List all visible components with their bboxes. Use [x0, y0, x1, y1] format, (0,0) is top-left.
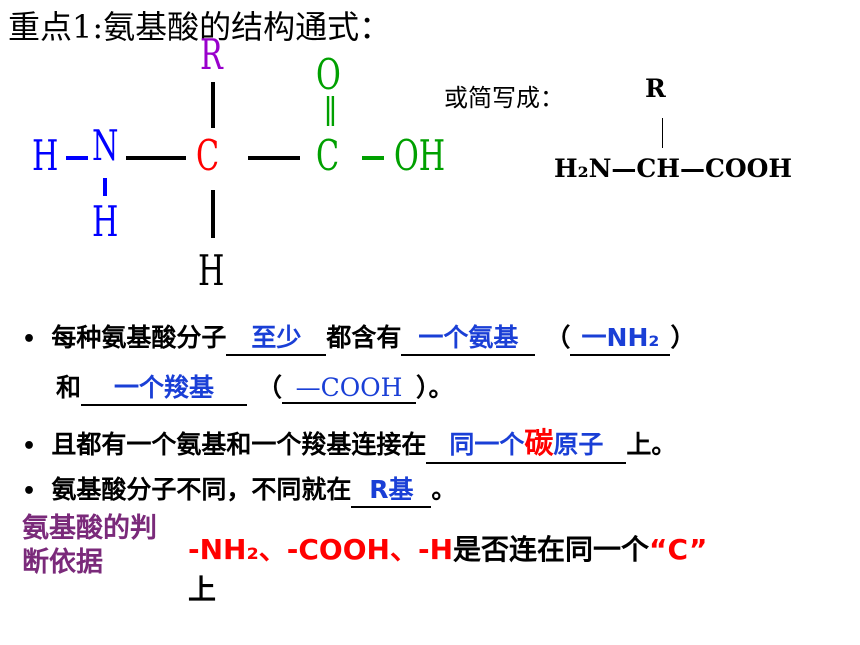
bond-h-n [66, 156, 88, 160]
simplified-formula-text: H₂N—CH—COOH [554, 154, 793, 183]
hydrogen-below-c-label: H [198, 246, 225, 295]
line1b-prefix: 和 [56, 373, 82, 402]
line2-suffix: 上。 [626, 430, 677, 459]
line1b-blank1: 一个羧基 [81, 368, 248, 406]
simplified-label: 或简写成： [444, 84, 564, 112]
line2-blank-c: 原子 [553, 430, 604, 459]
criteria-groups: -NH₂、-COOH、-H [188, 533, 454, 566]
criteria-text: -NH₂、-COOH、-H是否连在同一个“C” 上 [188, 530, 828, 610]
line1-blank2: 一个氨基 [401, 318, 536, 356]
hydroxyl-label: OH [394, 131, 446, 180]
bond-r-c [211, 82, 215, 128]
oxygen-label: O [316, 50, 341, 99]
criteria-question: 是否连在同一个 [453, 533, 650, 566]
line1-paren-close: ） [670, 323, 696, 352]
line2-blank-a: 同一个 [449, 430, 525, 459]
line1-blank1: 至少 [226, 318, 327, 356]
r-group-label: R [200, 30, 223, 79]
alpha-carbon-label: C [196, 131, 220, 180]
line3-blank: R基 [351, 470, 432, 508]
line2-blank-b: 碳 [524, 426, 554, 460]
criteria-label: 氨基酸的判断依据 [22, 513, 157, 578]
double-bond-mark: ‖ [323, 92, 338, 127]
criteria-end: 上 [188, 573, 217, 606]
hydrogen-below-n-label: H [92, 197, 119, 246]
line1b-paren-open: （ [257, 373, 283, 402]
simplified-r: R [645, 74, 666, 103]
line3-suffix: 。 [431, 475, 457, 504]
line1-middle: 都含有 [326, 323, 402, 352]
line2-prefix: 且都有一个氨基和一个羧基连接在 [51, 430, 427, 459]
simplified-bond [662, 118, 663, 148]
bullet-icon: • [22, 434, 52, 459]
bullet-line-1: • 每种氨基酸分子至少都含有一个氨基 （一NH₂） [22, 318, 695, 356]
bullet-icon: • [22, 479, 52, 504]
line1b-paren-close: ）。 [416, 373, 454, 402]
line1b-blank2: —COOH [282, 373, 417, 404]
bullet-line-1b: 和一个羧基 （—COOH）。 [56, 368, 454, 406]
page-title: 重点1:氨基酸的结构通式： [8, 8, 392, 46]
bond-n-c [126, 156, 186, 160]
line1-paren-open: （ [545, 323, 571, 352]
line3-prefix: 氨基酸分子不同，不同就在 [51, 475, 352, 504]
line1-blank3: 一NH₂ [570, 318, 671, 356]
bond-c-oh [362, 156, 384, 160]
carboxyl-carbon-label: C [316, 131, 340, 180]
hydrogen-left-label: H [32, 131, 59, 180]
bond-n-h [103, 178, 107, 196]
bond-c-c [248, 156, 300, 160]
nitrogen-label: N [92, 121, 119, 170]
bond-c-h [211, 190, 215, 238]
bullet-icon: • [22, 327, 52, 352]
bullet-line-2: • 且都有一个氨基和一个羧基连接在同一个碳原子上。 [22, 420, 676, 464]
line1-prefix: 每种氨基酸分子 [51, 323, 227, 352]
criteria-carbon: “C” [649, 533, 708, 566]
